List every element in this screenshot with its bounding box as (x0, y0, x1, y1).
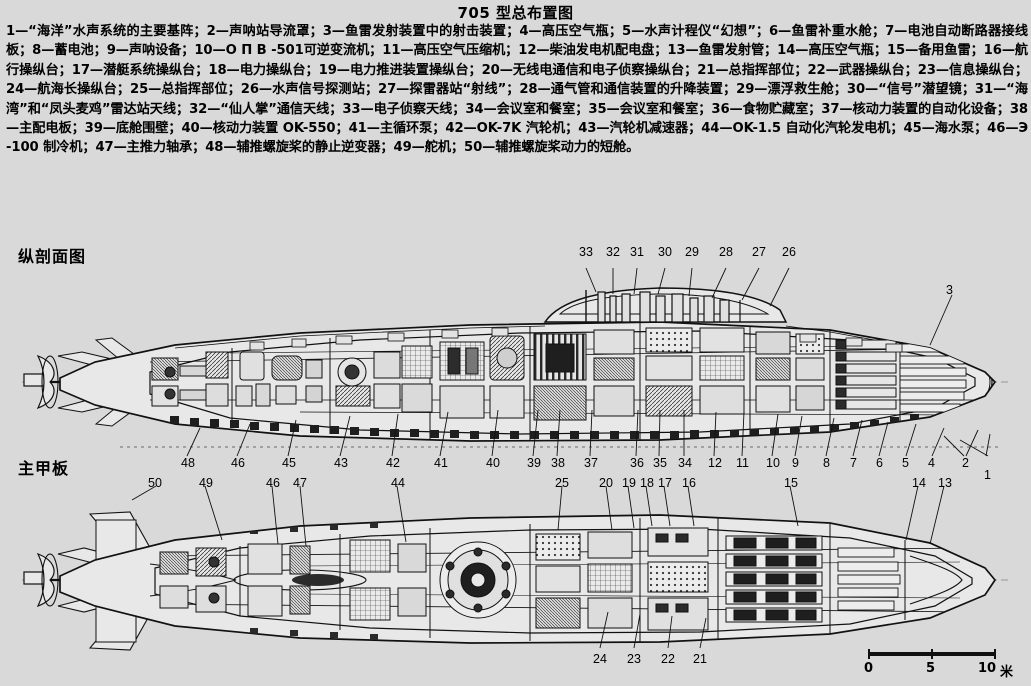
scale-label-10: 10 (978, 661, 997, 676)
callout-1a: 1 (984, 468, 991, 482)
leader-lines (131, 267, 991, 649)
callout-26: 26 (782, 245, 796, 259)
callout-47: 47 (293, 476, 307, 490)
legend-text: 1—“海洋”水声系统的主要基阵；2—声呐站导流罩；3—鱼雷发射装置中的射击装置；… (6, 24, 1028, 156)
callout-17: 17 (658, 476, 672, 490)
longitudinal-section-view (22, 287, 1010, 448)
callout-25: 25 (555, 476, 569, 490)
callout-28: 28 (719, 245, 733, 259)
callout-23: 23 (627, 652, 641, 666)
callout-37a: 37 (584, 456, 598, 470)
callout-27: 27 (752, 245, 766, 259)
scale-label-0: 0 (864, 661, 874, 676)
callout-48: 48 (181, 456, 195, 470)
callout-13: 13 (938, 476, 952, 490)
callout-31: 31 (630, 245, 644, 259)
scale-label-5: 5 (926, 661, 936, 676)
section-caption-main-deck: 主甲板 (18, 459, 70, 478)
callout-21: 21 (693, 652, 707, 666)
callout-44: 44 (391, 476, 405, 490)
callout-2a: 2 (962, 456, 969, 470)
scale-tick-10 (994, 649, 996, 659)
callout-29: 29 (685, 245, 699, 259)
callout-32: 32 (606, 245, 620, 259)
callout-9a: 9 (792, 456, 799, 470)
profile-internals (149, 322, 993, 441)
callout-11a: 11 (736, 456, 749, 470)
main-deck-plan-view (22, 511, 1010, 651)
callout-39a: 39 (527, 456, 541, 470)
callout-46a: 46 (231, 456, 245, 470)
callout-24: 24 (593, 652, 607, 666)
callout-41a: 41 (434, 456, 448, 470)
deck-internals (159, 518, 973, 643)
scale-tick-0 (868, 649, 870, 659)
callout-22: 22 (661, 652, 675, 666)
callout-16: 16 (682, 476, 696, 490)
callout-50: 50 (148, 476, 162, 490)
callout-14: 14 (912, 476, 926, 490)
callout-38a: 38 (551, 456, 565, 470)
callout-15: 15 (784, 476, 798, 490)
callout-10a: 10 (766, 456, 780, 470)
scale-bar: 0 5 10 米 (864, 649, 1018, 682)
callout-43a: 43 (334, 456, 348, 470)
callout-45a: 45 (282, 456, 296, 470)
callout-49: 49 (199, 476, 213, 490)
conning-tower (543, 287, 788, 323)
callout-33: 33 (579, 245, 593, 259)
page-title: 705 型总布置图 (457, 4, 574, 22)
callout-18: 18 (640, 476, 654, 490)
scale-unit: 米 (1000, 665, 1014, 680)
callout-40a: 40 (486, 456, 500, 470)
callout-46b: 46 (266, 476, 280, 490)
callout-6a: 6 (876, 456, 883, 470)
callout-3: 3 (946, 283, 953, 297)
callout-20: 20 (599, 476, 613, 490)
callout-8a: 8 (823, 456, 830, 470)
callout-42a: 42 (386, 456, 400, 470)
callout-36a: 36 (630, 456, 644, 470)
callout-4a: 4 (928, 456, 935, 470)
callout-30: 30 (658, 245, 672, 259)
callout-34a: 34 (678, 456, 692, 470)
callout-19: 19 (622, 476, 636, 490)
callout-5a: 5 (902, 456, 909, 470)
scale-tick-5 (931, 649, 933, 659)
callout-12a: 12 (708, 456, 722, 470)
callout-35a: 35 (653, 456, 667, 470)
callout-7a: 7 (850, 456, 857, 470)
section-caption-profile: 纵剖面图 (18, 247, 87, 266)
